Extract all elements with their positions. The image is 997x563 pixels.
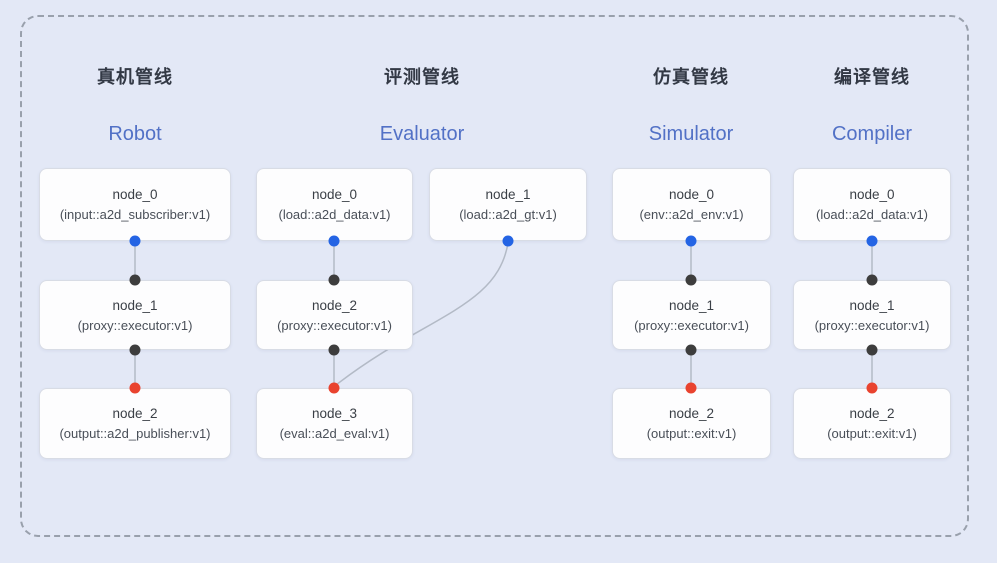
node-card-compiler-node0[interactable]: node_0 (load::a2d_data:v1) — [793, 168, 951, 241]
node-name: node_2 — [849, 406, 895, 421]
pipeline-title-en-simulator: Simulator — [648, 123, 734, 145]
node-type: (output::exit:v1) — [646, 426, 737, 441]
node-type: (proxy::executor:v1) — [77, 317, 193, 333]
node-type: (output::exit:v1) — [827, 426, 917, 441]
node-type: (proxy::executor:v1) — [634, 317, 749, 333]
pipeline-title-en-evaluator: Evaluator — [379, 123, 465, 145]
node-name: node_2 — [668, 406, 715, 421]
node-type: (load::a2d_data:v1) — [815, 207, 929, 222]
node-type: (eval::a2d_eval:v1) — [279, 426, 390, 441]
node-type: (proxy::executor:v1) — [277, 317, 392, 333]
node-name: node_2 — [311, 297, 358, 313]
node-type: (load::a2d_data:v1) — [278, 207, 391, 222]
node-name: node_3 — [311, 406, 358, 421]
node-card-evaluator-node2[interactable]: node_2 (proxy::executor:v1) — [256, 280, 413, 350]
pipeline-title-zh-robot: 真机管线 — [97, 67, 173, 87]
node-type: (env::a2d_env:v1) — [639, 207, 744, 222]
node-name: node_0 — [311, 187, 358, 202]
pipeline-title-zh-compiler: 编译管线 — [834, 67, 910, 87]
node-card-robot-node0[interactable]: node_0 (input::a2d_subscriber:v1) — [39, 168, 231, 241]
pipeline-title-zh-evaluator: 评测管线 — [384, 67, 460, 87]
pipeline-title-en-robot: Robot — [108, 123, 162, 145]
pipeline-title-en-compiler: Compiler — [831, 123, 913, 145]
node-type: (load::a2d_gt:v1) — [459, 207, 557, 222]
node-card-simulator-node1[interactable]: node_1 (proxy::executor:v1) — [612, 280, 771, 350]
node-name: node_1 — [112, 297, 158, 313]
node-card-simulator-node0[interactable]: node_0 (env::a2d_env:v1) — [612, 168, 771, 241]
diagram-dashed-frame — [20, 15, 969, 537]
node-name: node_1 — [849, 297, 895, 313]
node-card-evaluator-node1[interactable]: node_1 (load::a2d_gt:v1) — [429, 168, 587, 241]
node-name: node_0 — [668, 187, 715, 202]
node-card-evaluator-node3[interactable]: node_3 (eval::a2d_eval:v1) — [256, 388, 413, 459]
node-card-compiler-node1[interactable]: node_1 (proxy::executor:v1) — [793, 280, 951, 350]
node-name: node_0 — [849, 187, 895, 202]
node-type: (output::a2d_publisher:v1) — [59, 426, 211, 441]
node-card-compiler-node2[interactable]: node_2 (output::exit:v1) — [793, 388, 951, 459]
node-name: node_1 — [668, 297, 715, 313]
pipeline-title-zh-simulator: 仿真管线 — [653, 67, 729, 87]
node-card-robot-node1[interactable]: node_1 (proxy::executor:v1) — [39, 280, 231, 350]
node-card-evaluator-node0[interactable]: node_0 (load::a2d_data:v1) — [256, 168, 413, 241]
node-type: (input::a2d_subscriber:v1) — [59, 207, 211, 222]
node-name: node_1 — [485, 187, 531, 202]
node-type: (proxy::executor:v1) — [814, 317, 930, 333]
node-name: node_0 — [112, 187, 158, 202]
node-name: node_2 — [112, 406, 158, 421]
node-card-simulator-node2[interactable]: node_2 (output::exit:v1) — [612, 388, 771, 459]
node-card-robot-node2[interactable]: node_2 (output::a2d_publisher:v1) — [39, 388, 231, 459]
